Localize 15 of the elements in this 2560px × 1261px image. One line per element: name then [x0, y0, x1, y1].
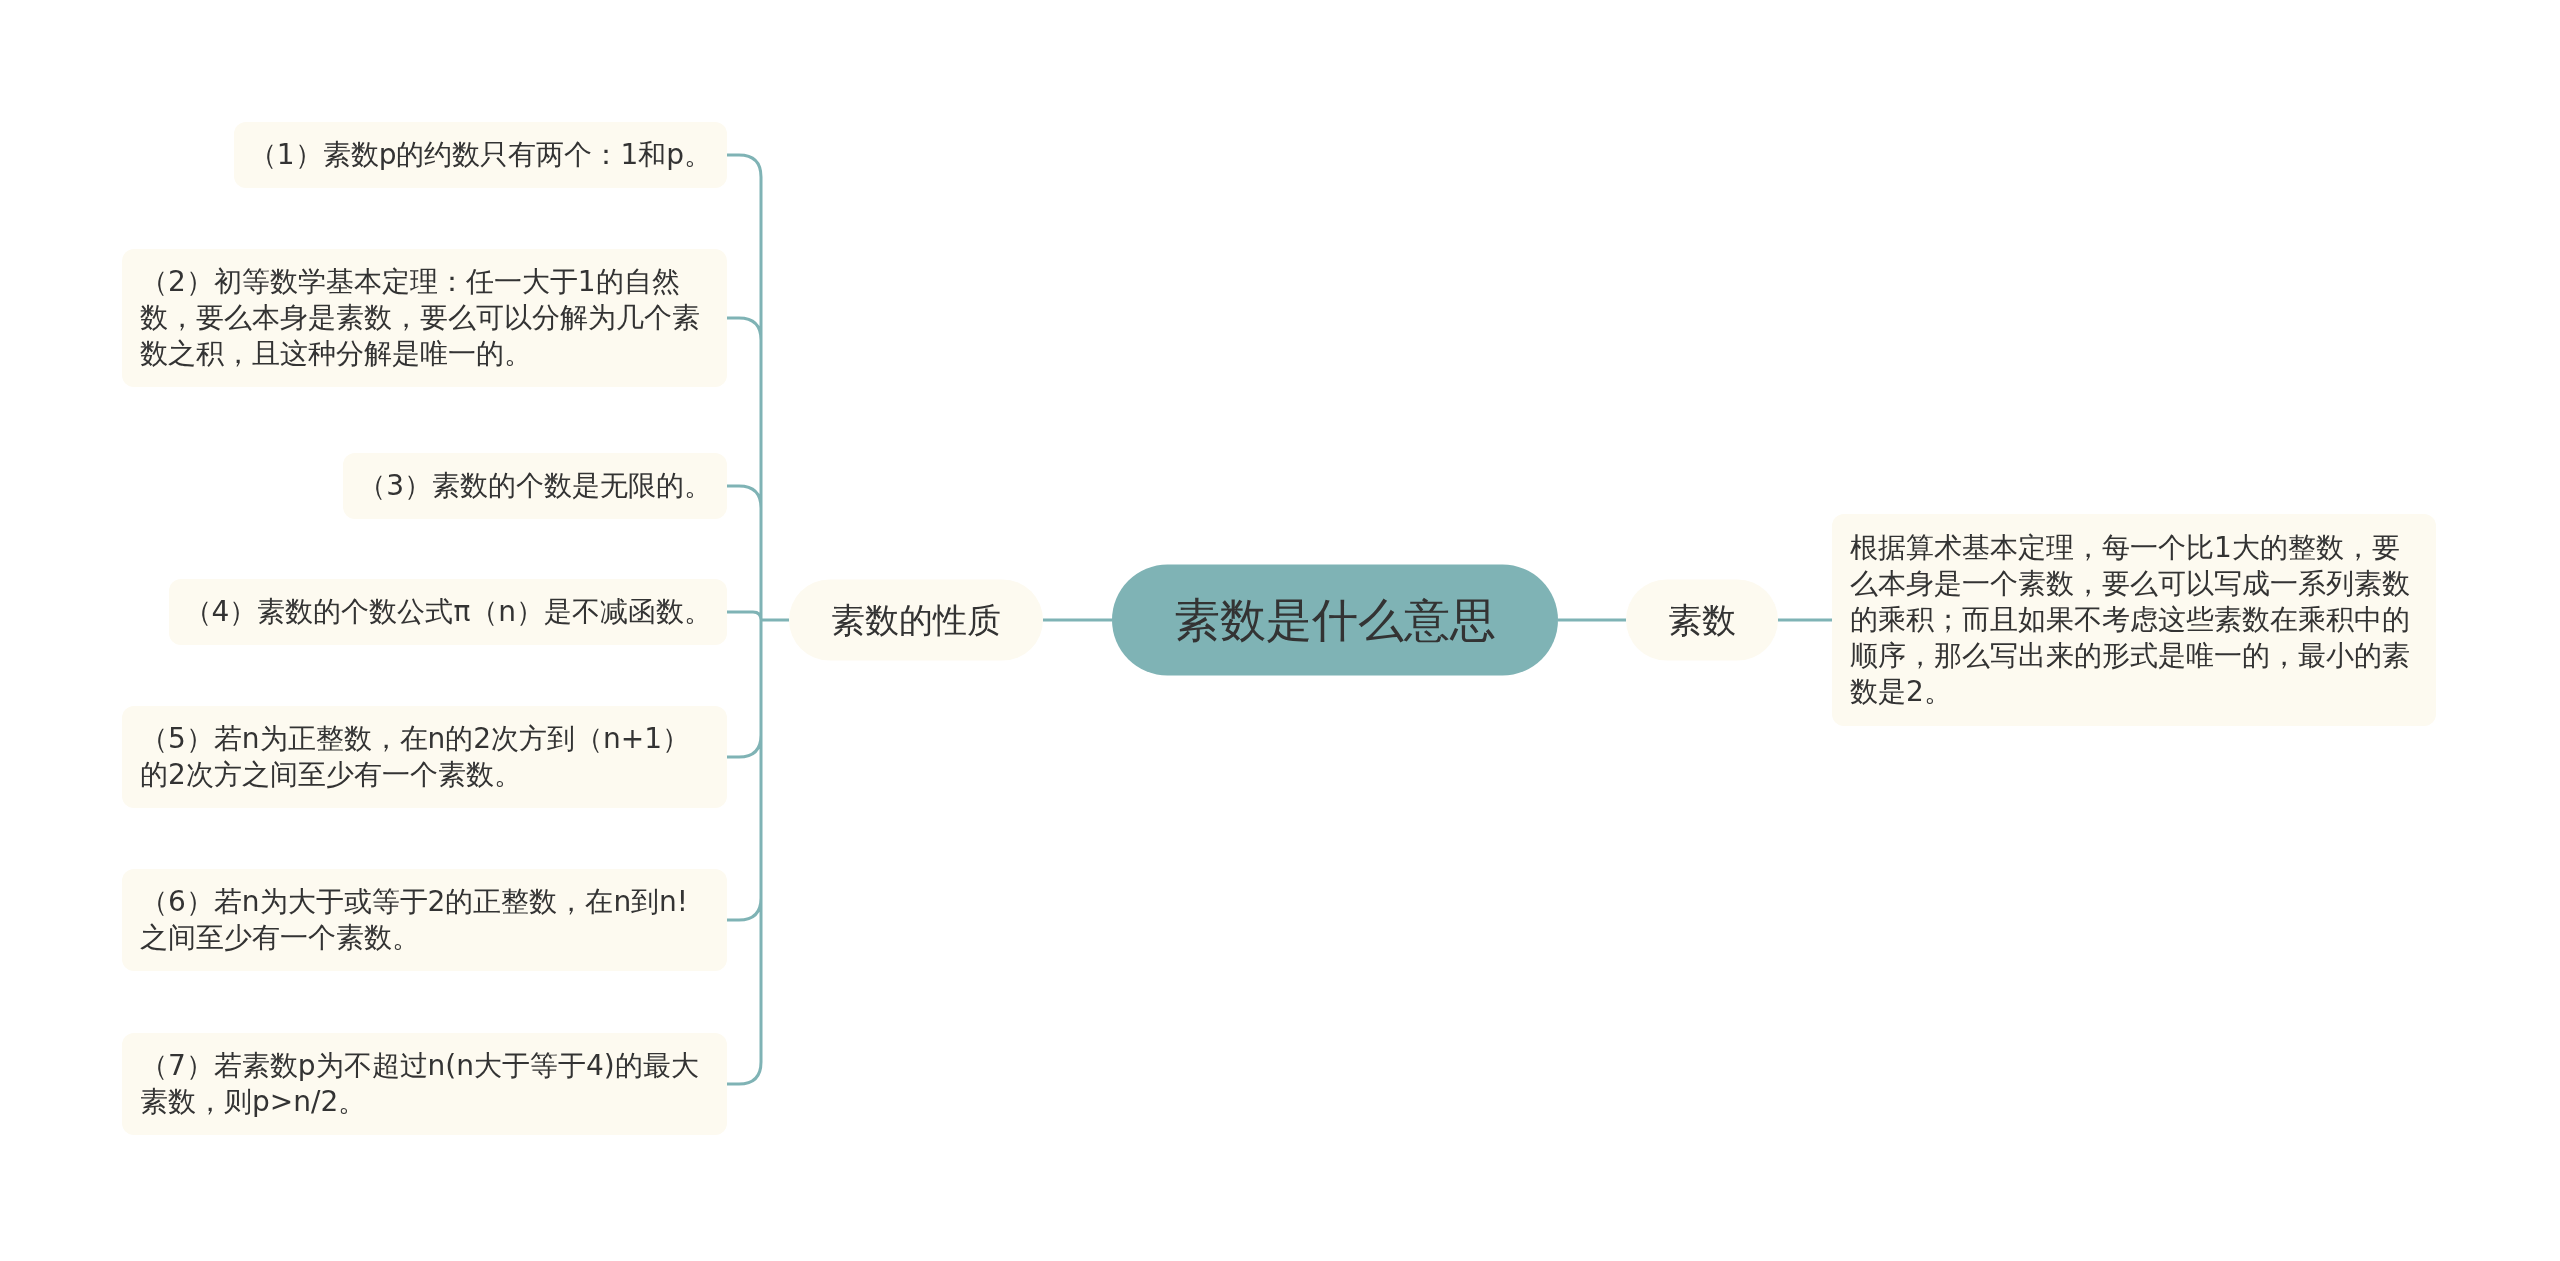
text-box: 根据算术基本定理，每一个比1大的整数，要么本身是一个素数，要么可以写成一系列素数的乘积；而且如果不考虑这些素数在乘积中的顺序，那么写出来的形式是唯一的，最小的素数是2。 — [1832, 514, 2436, 726]
text-box: （3）素数的个数是无限的。 — [343, 453, 727, 519]
text-box: （5）若n为正整数，在n的2次方到（n+1）的2次方之间至少有一个素数。 — [122, 706, 727, 808]
text-box: （6）若n为大于或等于2的正整数，在n到n!之间至少有一个素数。 — [122, 869, 727, 971]
topic-box: 素数的性质 — [789, 579, 1043, 661]
text-box: （1）素数p的约数只有两个：1和p。 — [233, 122, 727, 188]
text-box: （4）素数的个数公式π（n）是不减函数。 — [168, 579, 727, 645]
topic-box: 素数 — [1626, 579, 1778, 661]
connector-line — [725, 153, 791, 1086]
text-box: （7）若素数p为不超过n(n大于等于4)的最大素数，则p>n/2。 — [122, 1033, 727, 1135]
text-box: （2）初等数学基本定理：任一大于1的自然数，要么本身是素数，要么可以分解为几个素数之积，且这种分解是唯一的。 — [122, 249, 727, 387]
central-topic: 素数是什么意思 — [1112, 564, 1558, 676]
connector-line — [1043, 618, 1112, 622]
connector-line — [1558, 618, 1626, 622]
connector-line — [1778, 618, 1832, 622]
